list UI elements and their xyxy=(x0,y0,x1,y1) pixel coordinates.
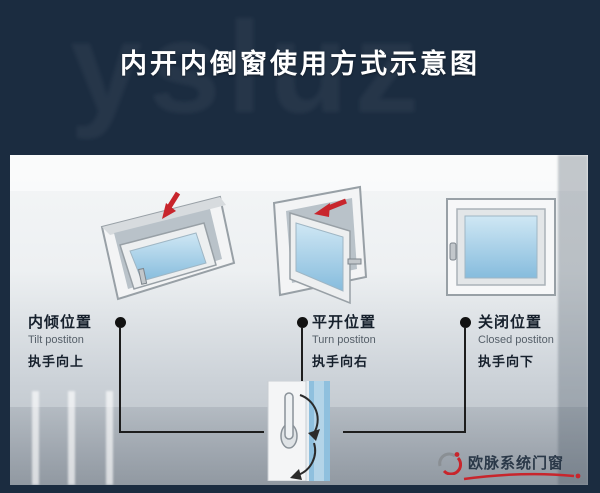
position-name-en: Closed postiton xyxy=(478,334,554,346)
position-label-turn: 平开位置 Turn postiton 执手向右 xyxy=(312,311,376,370)
handle-direction: 执手向下 xyxy=(478,354,535,369)
position-name: 平开位置 xyxy=(312,314,377,331)
background-window-mullion xyxy=(68,391,75,485)
handle-direction: 执手向上 xyxy=(28,354,85,369)
brand-logo-icon xyxy=(438,452,462,475)
page-title: 内开内倒窗使用方式示意图 xyxy=(120,49,480,79)
background-watermark: ysluz xyxy=(70,0,426,140)
connector-line xyxy=(301,327,303,381)
connector-dot-tilt xyxy=(115,317,126,328)
turn-window-illustration xyxy=(262,177,387,312)
position-name: 内倾位置 xyxy=(28,314,93,331)
closed-window-illustration xyxy=(442,193,562,308)
handle-rotation-illustration xyxy=(262,380,344,485)
window-handle-up xyxy=(137,267,148,285)
position-name-en: Tilt postiton xyxy=(28,334,84,346)
connector-line xyxy=(343,431,466,433)
handle-lever xyxy=(284,392,294,440)
diagram-panel: 内倾位置 Tilt postiton 执手向上 平开位置 Turn postit… xyxy=(10,155,588,485)
tilt-window-illustration xyxy=(80,183,245,313)
rotation-arrow-icon xyxy=(290,394,320,480)
window-handle-right xyxy=(347,258,362,265)
tilt-arrow-icon xyxy=(162,191,181,219)
brand-lockup: 欧脉系统门窗 xyxy=(436,449,564,475)
background-window-mullion xyxy=(32,391,39,485)
connector-line xyxy=(119,327,121,431)
position-label-closed: 关闭位置 Closed postiton 执手向下 xyxy=(478,311,554,370)
handle-direction: 执手向右 xyxy=(312,354,369,369)
background-window-mullion xyxy=(106,391,113,485)
brand-name: 欧脉系统门窗 xyxy=(468,454,565,472)
connector-dot-turn xyxy=(297,317,308,328)
window-handle-down xyxy=(449,242,457,261)
turn-arrow-icon xyxy=(314,198,347,217)
background-pillar xyxy=(558,155,588,485)
background-ceiling xyxy=(10,155,588,191)
position-name: 关闭位置 xyxy=(478,314,543,331)
brand-underline-swoosh xyxy=(463,472,581,481)
connector-line xyxy=(464,327,466,431)
connector-line xyxy=(119,431,264,433)
position-label-tilt: 内倾位置 Tilt postiton 执手向上 xyxy=(28,311,92,370)
connector-dot-closed xyxy=(460,317,471,328)
position-name-en: Turn postiton xyxy=(312,334,376,346)
